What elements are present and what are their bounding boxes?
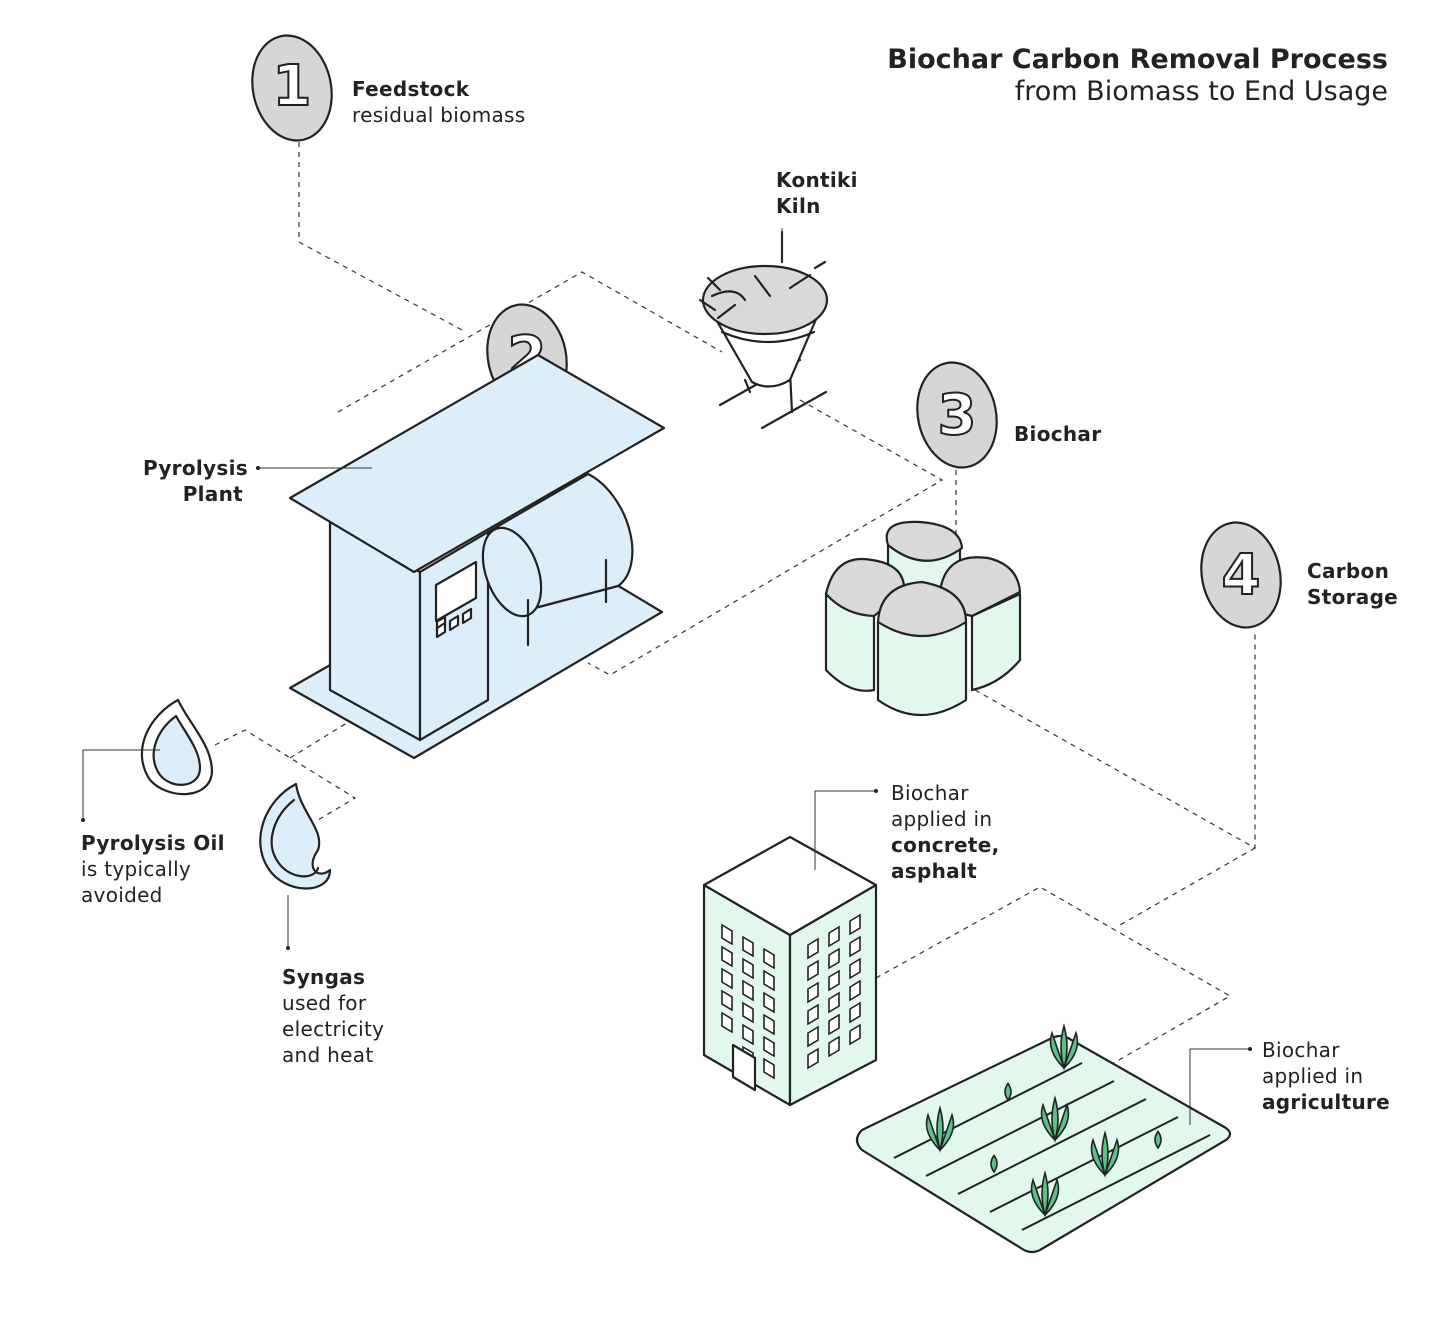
syngas-line-2: used for (282, 991, 367, 1015)
crop-field (855, 1023, 1232, 1254)
kiln-line-2: Kiln (776, 194, 821, 218)
biochar-title: Biochar (1014, 422, 1102, 446)
syngas-label: Syngas used for electricity and heat (282, 964, 384, 1068)
step-3-badge: 3 (916, 361, 998, 469)
storage-line-1: Carbon (1307, 559, 1390, 583)
agri-line-1: Biochar (1262, 1038, 1340, 1062)
building-window (742, 1001, 754, 1024)
building-window (721, 967, 733, 990)
building-window (828, 1013, 840, 1036)
building-window (742, 1023, 754, 1046)
oil-drop-icon (140, 698, 214, 796)
crop-plant (1049, 1023, 1079, 1071)
dashed-connectors (214, 142, 1256, 1065)
agri-line-2: applied in (1262, 1064, 1364, 1088)
plant-line-2: Plant (182, 482, 243, 506)
building-window (828, 991, 840, 1014)
building-window (721, 989, 733, 1012)
storage-line-2: Storage (1307, 585, 1399, 609)
step-4-badge: 4 (1200, 521, 1282, 629)
agri-line-3: agriculture (1262, 1090, 1391, 1114)
building-window (763, 1057, 775, 1080)
building-window (828, 969, 840, 992)
building-window (763, 969, 775, 992)
building-window (807, 937, 819, 960)
building-window (721, 1011, 733, 1034)
concrete-line-4: asphalt (891, 859, 977, 883)
building-window (807, 1025, 819, 1048)
pyrolysis-plant-label: Pyrolysis Plant (143, 455, 248, 507)
building-window (807, 1047, 819, 1070)
building-window (828, 947, 840, 970)
office-building (702, 835, 878, 1107)
building-window (828, 1035, 840, 1058)
building-window (763, 947, 775, 970)
flame-icon (259, 782, 332, 890)
crop-plant (1030, 1170, 1060, 1218)
building-window (742, 935, 754, 958)
diagram-title: Biochar Carbon Removal Process from Biom… (887, 44, 1388, 108)
building-window (807, 1003, 819, 1026)
leader-lines (81, 228, 1252, 1125)
building-window (849, 935, 861, 958)
step-1-number: 1 (273, 54, 312, 119)
building-window (828, 925, 840, 948)
pyrolysis-oil-label: Pyrolysis Oil is typically avoided (81, 830, 225, 908)
feedstock-title: Feedstock (352, 77, 470, 101)
title-line-1: Biochar Carbon Removal Process (887, 44, 1388, 75)
building-window (742, 957, 754, 980)
step-3-number: 3 (938, 383, 977, 448)
building-window (849, 1023, 861, 1046)
building-window (763, 1013, 775, 1036)
feedstock-desc: residual biomass (352, 103, 526, 127)
pyrolysis-plant (288, 353, 666, 760)
field-row (893, 1062, 1083, 1159)
agriculture-label: Biochar applied in agriculture (1262, 1037, 1390, 1115)
building-window (742, 979, 754, 1002)
building-window (721, 945, 733, 968)
building-window (721, 923, 733, 946)
carbon-storage-label: Carbon Storage (1307, 558, 1398, 610)
concrete-line-3: concrete, (891, 833, 1000, 857)
building-window (849, 979, 861, 1002)
building-window (849, 957, 861, 980)
crop-plant (925, 1105, 955, 1153)
crop-plant (1040, 1095, 1070, 1143)
oil-line-2: is typically (81, 857, 192, 881)
concrete-line-1: Biochar (891, 781, 969, 805)
syngas-line-3: electricity (282, 1017, 385, 1041)
field-row (957, 1098, 1147, 1195)
biochar-label: Biochar (1014, 421, 1101, 447)
biochar-bags (824, 520, 1022, 716)
building-window (763, 1035, 775, 1058)
oil-line-1: Pyrolysis Oil (81, 831, 225, 855)
building-window (807, 981, 819, 1004)
crop-plant (990, 1154, 998, 1174)
syngas-line-4: and heat (282, 1043, 374, 1067)
concrete-line-2: applied in (891, 807, 993, 831)
kiln-label: Kontiki Kiln (776, 167, 858, 219)
crop-plant (1090, 1130, 1120, 1178)
syngas-line-1: Syngas (282, 965, 366, 989)
title-line-2: from Biomass to End Usage (1014, 76, 1388, 107)
crop-plant (1004, 1082, 1012, 1102)
building-window (807, 959, 819, 982)
field-row (1021, 1134, 1211, 1231)
kiln-line-1: Kontiki (776, 168, 858, 192)
oil-line-3: avoided (81, 883, 163, 907)
building-window (763, 991, 775, 1014)
feedstock-label: Feedstock residual biomass (352, 76, 525, 128)
concrete-label: Biochar applied in concrete, asphalt (891, 780, 1000, 884)
field-row (989, 1116, 1179, 1213)
plant-line-1: Pyrolysis (143, 456, 248, 480)
building-window (849, 1001, 861, 1024)
field-row (925, 1080, 1115, 1177)
building-window (849, 913, 861, 936)
step-4-number: 4 (1222, 543, 1261, 608)
kontiki-kiln (698, 230, 829, 430)
step-1-badge: 1 (251, 34, 333, 142)
crop-plant (1154, 1130, 1162, 1150)
